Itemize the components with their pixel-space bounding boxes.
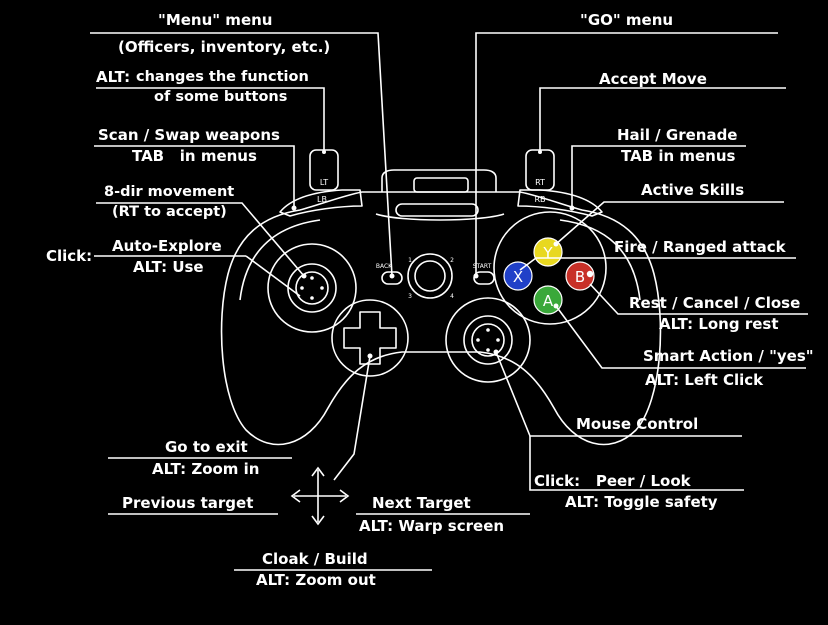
line-scan	[94, 145, 295, 208]
menu-title: "Menu" menu	[158, 11, 273, 29]
top-slot	[413, 177, 469, 193]
face-buttons	[503, 237, 595, 315]
mouse-control-label: Mouse Control	[576, 415, 699, 433]
y-button-label: Y	[542, 244, 553, 262]
quad-2: 2	[450, 257, 454, 264]
callout-lines	[90, 32, 808, 571]
controller-body	[220, 191, 662, 446]
guide-ring-inner	[414, 260, 446, 292]
center-panel	[395, 203, 479, 217]
x-button-label: X	[513, 268, 523, 286]
quad-3: 3	[408, 293, 412, 300]
center-panel-curve	[375, 213, 505, 221]
fire-ranged-label: Fire / Ranged attack	[614, 238, 786, 256]
line-rest	[589, 283, 808, 315]
start-label: START	[473, 263, 492, 270]
alt-safety-label: ALT: Toggle safety	[565, 493, 718, 511]
tab-menus-right: TAB in menus	[621, 147, 736, 165]
previous-target-label: Previous target	[122, 494, 254, 512]
lb-label: LB	[317, 195, 327, 204]
rt-label: RT	[535, 178, 545, 187]
rt-accept-label: (RT to accept)	[112, 204, 227, 220]
right-stick-ring	[463, 315, 513, 365]
dpad-cross	[343, 311, 397, 365]
alt-use-label: ALT: Use	[133, 258, 204, 276]
line-peer	[529, 436, 744, 491]
back-label: BACK	[376, 263, 393, 270]
line-hail	[571, 145, 746, 208]
right-stick-base	[445, 297, 531, 383]
b-button-label: B	[575, 268, 585, 286]
move-8dir-label: 8-dir movement	[104, 184, 235, 200]
go-title: "GO" menu	[580, 11, 674, 29]
alt-prefix: ALT:	[96, 68, 131, 86]
alt-line2: of some buttons	[154, 89, 288, 105]
rest-cancel-label: Rest / Cancel / Close	[629, 294, 801, 312]
x-button	[503, 261, 533, 291]
line-skills	[555, 201, 784, 245]
click-prefix-left: Click:	[46, 247, 93, 265]
go-exit-label: Go to exit	[165, 438, 248, 456]
stick-dots	[300, 276, 500, 352]
line-8dir	[96, 202, 305, 277]
controller-inner-edge	[239, 219, 641, 301]
line-fire	[519, 257, 796, 271]
menu-subtitle: (Officers, inventory, etc.)	[118, 38, 331, 56]
line-alt	[96, 87, 325, 152]
callout-dots	[291, 150, 594, 359]
dpad-base	[331, 299, 409, 377]
line-explore-stick	[245, 255, 301, 297]
accept-move-label: Accept Move	[599, 70, 707, 88]
quad-1: 1	[408, 257, 412, 264]
top-bump	[381, 169, 497, 192]
alt-long-rest-label: ALT: Long rest	[659, 315, 779, 333]
rb-label: RB	[534, 195, 545, 204]
click-peer-label: Click: Peer / Look	[534, 472, 691, 490]
quad-4: 4	[450, 293, 454, 300]
lt-label: LT	[320, 178, 328, 187]
right-stick-top	[471, 323, 505, 357]
cloak-build-label: Cloak / Build	[262, 550, 368, 568]
scan-swap-label: Scan / Swap weapons	[98, 126, 280, 144]
start-button-shape	[473, 271, 495, 285]
alt-zoom-in-label: ALT: Zoom in	[152, 460, 260, 478]
smart-action-label: Smart Action / "yes"	[643, 347, 814, 365]
guide-ring-outer	[407, 253, 453, 299]
tab-menus-left: TAB in menus	[132, 147, 257, 165]
rb-shoulder	[517, 189, 603, 217]
hail-grenade-label: Hail / Grenade	[617, 126, 738, 144]
line-menu	[90, 32, 393, 277]
left-stick-top	[295, 271, 329, 305]
auto-explore-label: Auto-Explore	[112, 237, 222, 255]
b-button	[565, 261, 595, 291]
a-button-label: A	[543, 292, 554, 310]
line-go	[475, 32, 778, 276]
alt-warp-label: ALT: Warp screen	[359, 517, 505, 535]
line-dpad	[333, 355, 371, 481]
controller-outline	[220, 149, 662, 446]
left-stick-base	[267, 243, 357, 333]
line-accept	[539, 87, 786, 152]
next-target-label: Next Target	[372, 494, 471, 512]
dpad-arrows-icon	[290, 466, 350, 526]
face-button-area	[493, 211, 607, 325]
alt-zoom-out-label: ALT: Zoom out	[256, 571, 376, 589]
line-smart	[555, 305, 806, 369]
alt-line1: changes the function	[136, 69, 309, 85]
active-skills-label: Active Skills	[641, 181, 745, 199]
alt-left-click-label: ALT: Left Click	[645, 371, 764, 389]
